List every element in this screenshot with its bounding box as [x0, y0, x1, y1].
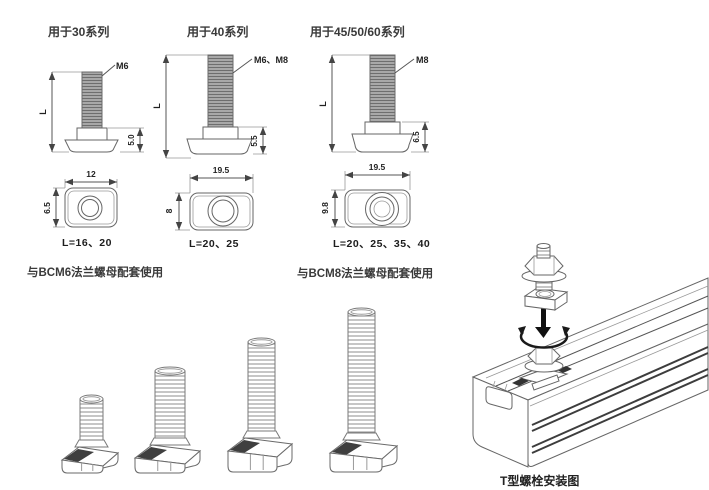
- bolt-side-view-45-50-60-series: L M8 6.5: [318, 54, 429, 153]
- dim-head-height: 6.5: [402, 121, 429, 153]
- head-top-view-45-50-60-series: 19.5 9.8: [320, 162, 411, 228]
- t-bolt-illustration-2: [133, 366, 202, 474]
- t-bolt-illustration-3: [226, 337, 294, 473]
- lengths-40-series: L=20、25: [189, 238, 239, 250]
- dim-width: 19.5: [189, 165, 254, 193]
- dim-width: 19.5: [344, 162, 411, 190]
- dim-head-height: 5.0: [108, 127, 144, 153]
- thread-size-label: M6、M8: [254, 55, 288, 65]
- thread-callout: M6、M8: [232, 55, 288, 74]
- bolt-head: [64, 127, 119, 153]
- dim-length-label: L: [38, 109, 48, 115]
- bolt-side-view-40-series: L M6、M8 5.5: [152, 54, 288, 159]
- note-bcm8-flange-nut: 与BCM8法兰螺母配套使用: [297, 268, 434, 280]
- nut-on-rail: [512, 347, 572, 391]
- dim-width: 12: [64, 169, 118, 188]
- thread-size-label: M6: [116, 61, 129, 71]
- bolt-head: [351, 121, 414, 153]
- head-top-view-30-series: 12 6.5: [42, 169, 118, 228]
- note-bcm6-flange-nut: 与BCM6法兰螺母配套使用: [27, 267, 164, 279]
- t-bolt-product-illustrations: [60, 307, 399, 474]
- dim-length-label: L: [318, 101, 328, 107]
- dim-head-height: 5.5: [239, 126, 267, 155]
- dim-length: L: [318, 54, 370, 153]
- dim-height-label: 6.5: [42, 202, 52, 214]
- dim-length: L: [152, 54, 208, 159]
- dim-length-label: L: [152, 103, 162, 109]
- t-bolt-illustration-1: [60, 394, 120, 474]
- threaded-rod: [207, 54, 234, 128]
- dim-width-label: 19.5: [369, 162, 386, 172]
- lengths-30-series: L=16、20: [62, 237, 112, 249]
- t-bolt-illustration-4: [328, 307, 399, 473]
- series-30-title: 用于30系列: [48, 25, 110, 39]
- bolt-nut-assembly: [521, 243, 569, 311]
- threaded-rod: [369, 54, 396, 123]
- thread-callout: M6: [101, 61, 129, 77]
- head-top-view-40-series: 19.5 8: [164, 165, 254, 231]
- dim-height: 9.8: [320, 189, 345, 228]
- installation-caption: T型螺栓安装图: [500, 474, 580, 488]
- dim-height-label: 8: [164, 208, 174, 213]
- dim-height-label: 9.8: [320, 202, 330, 214]
- dim-width-label: 12: [86, 169, 96, 179]
- dim-head-height-label: 5.5: [250, 135, 259, 147]
- bolt-head: [186, 126, 253, 155]
- dim-head-height-label: 6.5: [412, 131, 421, 143]
- dim-length: L: [38, 71, 82, 153]
- insert-down-arrow: [535, 308, 551, 338]
- thread-size-label: M8: [416, 55, 429, 65]
- threaded-rod: [81, 71, 103, 129]
- dim-width-label: 19.5: [213, 165, 230, 175]
- dim-height: 6.5: [42, 187, 65, 228]
- installation-diagram: [471, 243, 709, 468]
- series-40-title: 用于40系列: [187, 25, 249, 39]
- end-slot-profile: [485, 386, 513, 410]
- profile-rail: [471, 277, 709, 468]
- bolt-side-view-30-series: L M6 5.0: [38, 61, 144, 153]
- rotation-arrow: [518, 326, 570, 349]
- thread-callout: M8: [394, 55, 429, 74]
- dim-head-height-label: 5.0: [127, 134, 136, 146]
- dim-height: 8: [164, 192, 190, 231]
- lengths-45-50-60-series: L=20、25、35、40: [333, 238, 431, 250]
- series-45-50-60-title: 用于45/50/60系列: [310, 25, 405, 39]
